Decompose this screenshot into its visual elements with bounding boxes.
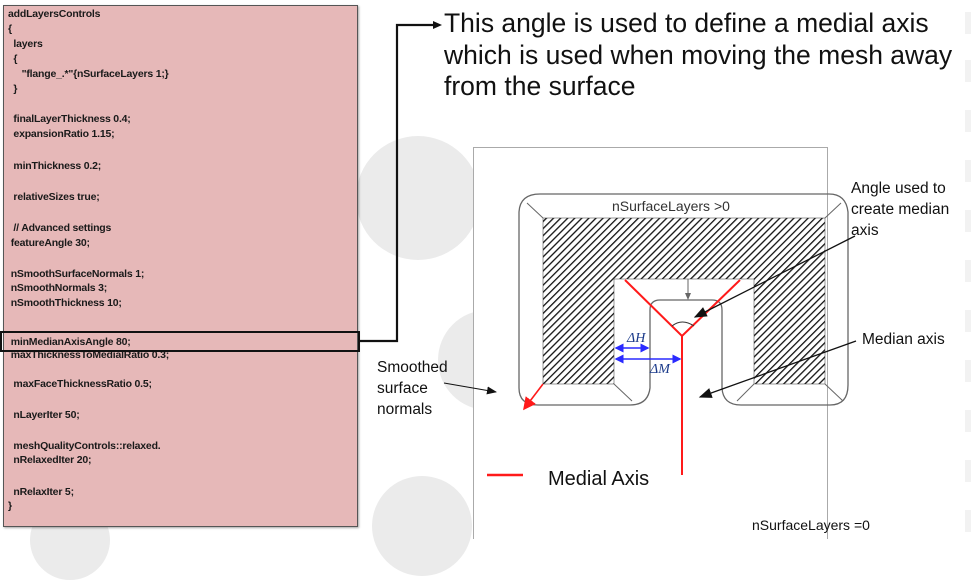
code-line: } bbox=[8, 83, 18, 95]
delta-h-label: ΔH bbox=[627, 331, 646, 346]
code-line: nSmoothSurfaceNormals 1; bbox=[8, 268, 145, 280]
edge-stripe bbox=[965, 410, 971, 432]
code-line: { bbox=[8, 23, 12, 35]
connector-arrow bbox=[358, 21, 442, 343]
code-line: finalLayerThickness 0.4; bbox=[8, 113, 131, 125]
legend-label: Medial Axis bbox=[548, 468, 650, 490]
edge-stripe bbox=[965, 310, 971, 332]
edge-stripe bbox=[965, 360, 971, 382]
edge-stripe bbox=[965, 260, 971, 282]
code-line: maxFaceThicknessRatio 0.5; bbox=[8, 378, 152, 390]
code-line: // Advanced settings bbox=[8, 222, 112, 234]
code-line: expansionRatio 1.15; bbox=[8, 128, 115, 140]
code-line: nSmoothThickness 10; bbox=[8, 297, 122, 309]
edge-stripe bbox=[965, 110, 971, 132]
edge-stripe bbox=[965, 12, 971, 34]
edge-stripe bbox=[965, 210, 971, 232]
code-line: minThickness 0.2; bbox=[8, 160, 102, 172]
angle-pointer bbox=[693, 235, 856, 318]
edge-stripe bbox=[965, 460, 971, 482]
edge-stripe bbox=[965, 60, 971, 82]
median-axis-annotation: Median axis bbox=[862, 331, 945, 348]
delta-m-label: ΔM bbox=[650, 362, 670, 377]
code-line: addLayersControls bbox=[8, 8, 101, 20]
code-line: } bbox=[8, 500, 12, 512]
code-line: relativeSizes true; bbox=[8, 191, 100, 203]
code-line: nSmoothNormals 3; bbox=[8, 282, 108, 294]
code-line-highlighted: minMedianAxisAngle 80; bbox=[8, 336, 131, 348]
code-line: maxThicknessToMedialRatio 0.3; bbox=[8, 349, 170, 361]
top-layers-label: nSurfaceLayers >0 bbox=[612, 198, 730, 214]
mesh-diagram bbox=[443, 193, 857, 477]
normals-pointer bbox=[443, 382, 497, 395]
smoothed-normals-annotation: Smoothed surface normals bbox=[377, 359, 448, 418]
edge-stripe bbox=[965, 510, 971, 532]
median-axis-pointer bbox=[698, 340, 857, 398]
background-circle bbox=[356, 136, 480, 260]
medial-axis bbox=[624, 279, 741, 338]
code-line: nRelaxedIter 20; bbox=[8, 454, 92, 466]
angle-annotation: Angle used to create median axis bbox=[851, 180, 950, 239]
code-line: nLayerIter 50; bbox=[8, 409, 80, 421]
smoothed-normal-arrow bbox=[523, 383, 544, 411]
code-line: meshQualityControls::relaxed. bbox=[8, 440, 161, 452]
code-line: "flange_.*"{nSurfaceLayers 1;} bbox=[8, 68, 169, 80]
hatched-solid bbox=[542, 217, 826, 385]
code-line: featureAngle 30; bbox=[8, 237, 90, 249]
layer-boundary bbox=[518, 193, 849, 406]
code-line: layers bbox=[8, 38, 43, 50]
code-line: { bbox=[8, 53, 18, 65]
description-text: This angle is used to define a medial ax… bbox=[444, 8, 953, 101]
bottom-layers-label: nSurfaceLayers =0 bbox=[752, 517, 870, 533]
edge-stripe bbox=[965, 160, 971, 182]
code-panel: addLayersControls { layers { "flange_.*"… bbox=[3, 5, 358, 527]
code-line: nRelaxIter 5; bbox=[8, 486, 74, 498]
